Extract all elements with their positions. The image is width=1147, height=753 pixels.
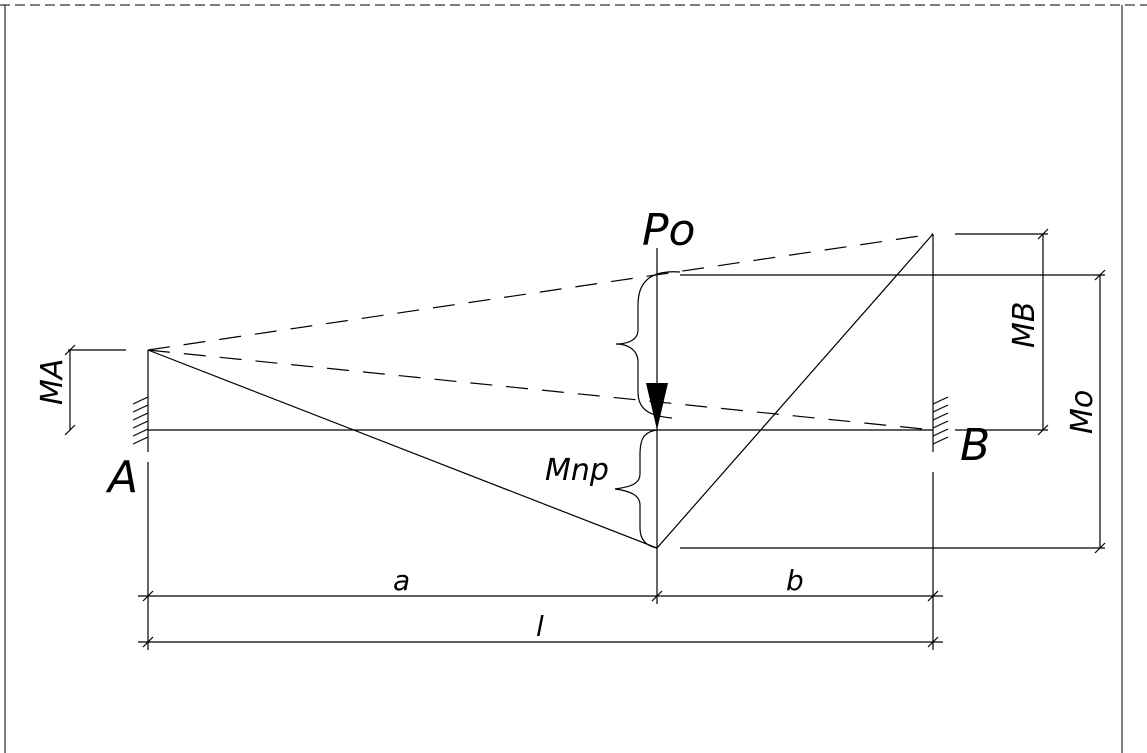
moment-b-label: MB [1007, 302, 1042, 348]
dimension-l [138, 636, 943, 648]
moment-zero-label: Mo [1065, 390, 1100, 434]
load-arrow-icon [646, 383, 668, 430]
dimension-ma [64, 344, 76, 436]
dim-b-label: b [786, 564, 804, 597]
force-label: Po [642, 205, 695, 256]
support-a-label: A [105, 452, 138, 503]
dashed-support-moment-line [147, 233, 934, 351]
drawing-frame [0, 4, 1147, 753]
dashed-simple-moment-line [147, 349, 934, 431]
brace-span-moment [614, 429, 658, 549]
support-b-label: B [960, 420, 990, 471]
brace-support-moment [615, 271, 681, 419]
support-a-hatch [132, 396, 149, 452]
moment-a-label: MA [35, 359, 70, 405]
dim-a-label: a [393, 564, 410, 597]
dim-l-label: l [536, 610, 544, 643]
moment-diagram-final [147, 233, 934, 549]
dimension-mo [1094, 269, 1106, 554]
moment-span-label: Mnp [545, 453, 609, 488]
dimension-mb [1037, 228, 1049, 436]
support-b-hatch [932, 396, 949, 452]
dimension-a-b [138, 590, 943, 602]
